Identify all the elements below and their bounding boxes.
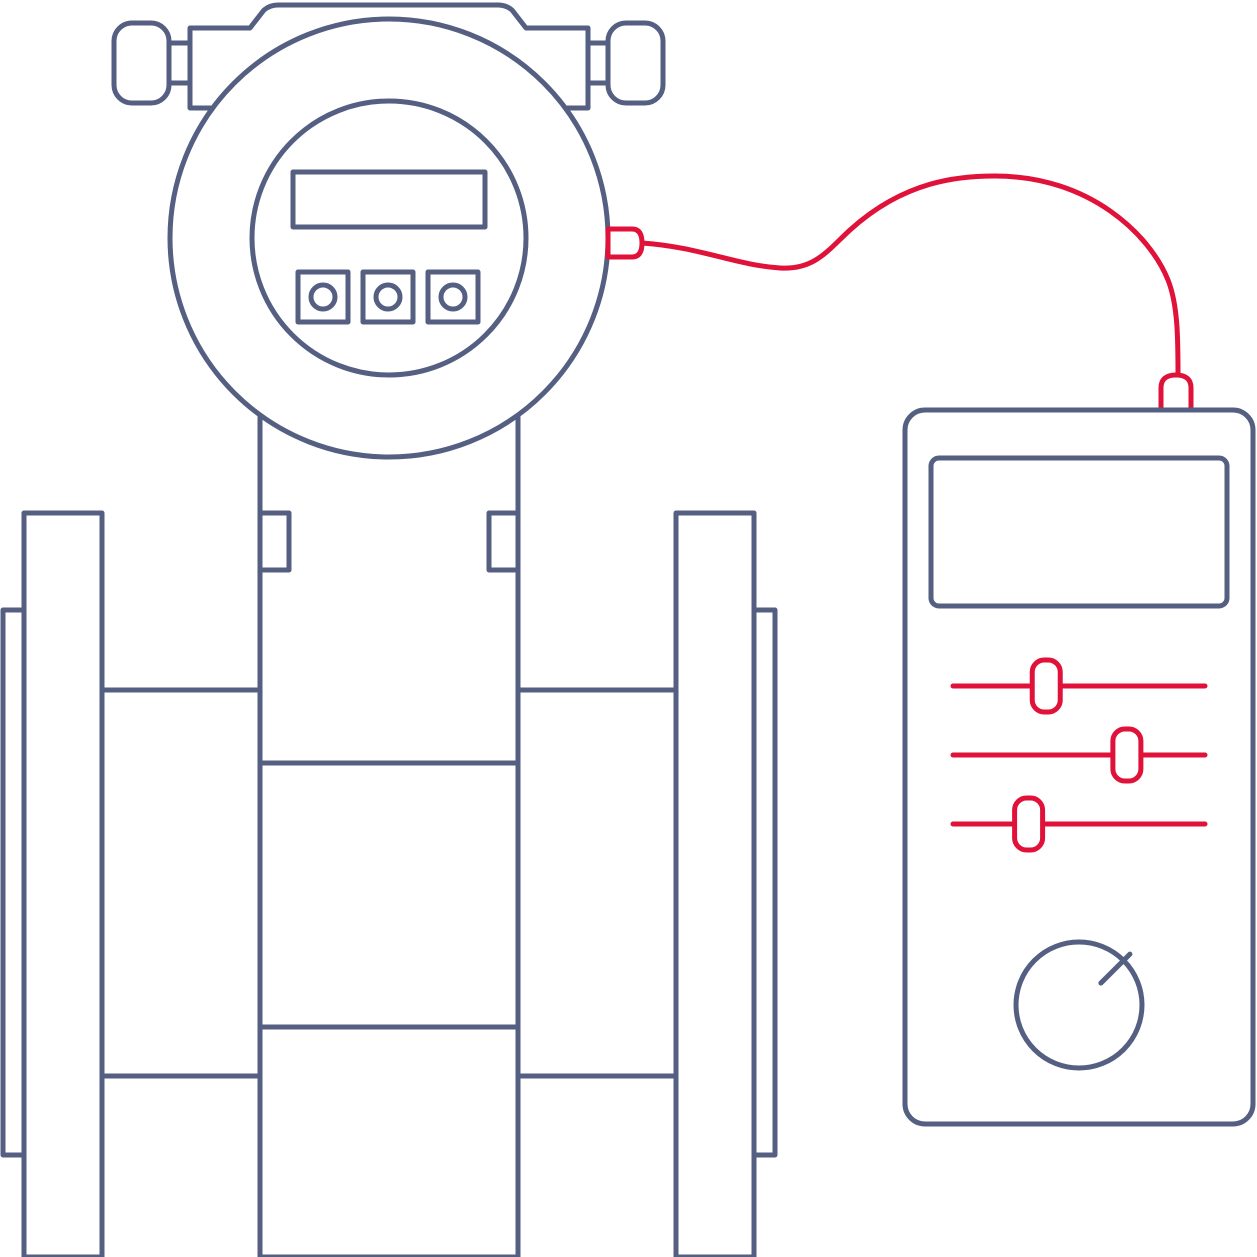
cable-plug-meter bbox=[605, 226, 645, 260]
cable-wire bbox=[639, 173, 1181, 378]
slider-icon bbox=[1110, 726, 1144, 784]
flange-left-outer bbox=[0, 607, 27, 1158]
display-face bbox=[249, 98, 529, 378]
calibrator-sliders bbox=[950, 657, 1208, 853]
pipe-body-right bbox=[515, 687, 679, 1079]
magnetic-flowmeter-icon bbox=[0, 377, 778, 1257]
cable-gland-left-cap bbox=[111, 20, 172, 106]
pipe-body-left bbox=[99, 687, 263, 1079]
slider-icon bbox=[1029, 657, 1063, 715]
button-dot bbox=[308, 282, 338, 312]
button-icon bbox=[295, 269, 351, 325]
flange-right bbox=[673, 510, 757, 1257]
cable-gland-right-cap bbox=[605, 20, 666, 106]
cable-plug-calibrator bbox=[1158, 372, 1194, 413]
lcd-display-icon bbox=[290, 169, 488, 230]
flange-left bbox=[21, 510, 105, 1257]
keypad bbox=[295, 269, 481, 325]
flange-right-outer bbox=[751, 607, 778, 1158]
meter-neck bbox=[257, 377, 521, 1257]
button-dot bbox=[373, 282, 403, 312]
calibrator-screen bbox=[928, 455, 1230, 609]
slider-icon bbox=[1012, 795, 1046, 853]
neck-tab-right bbox=[486, 510, 521, 573]
neck-tab-left bbox=[257, 510, 292, 573]
transmitter-head-icon bbox=[111, 2, 666, 460]
button-icon bbox=[360, 269, 416, 325]
knob-pointer bbox=[1098, 951, 1133, 986]
button-dot bbox=[438, 282, 468, 312]
handheld-calibrator-icon bbox=[902, 407, 1256, 1127]
button-icon bbox=[425, 269, 481, 325]
connection-cable-icon bbox=[605, 173, 1194, 413]
